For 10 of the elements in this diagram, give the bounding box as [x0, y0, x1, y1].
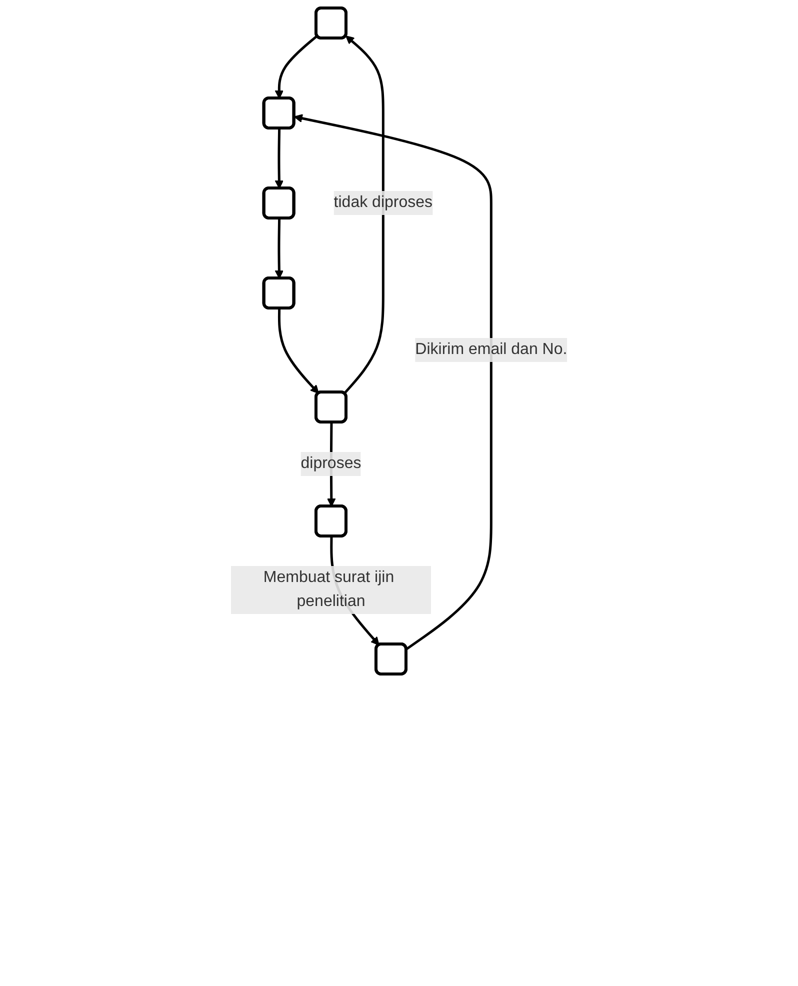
arrow: [274, 128, 284, 189]
arrow: [278, 308, 319, 394]
arrow: [274, 34, 318, 99]
arrow: [343, 36, 384, 394]
edge-label: Dikirim email dan No.: [415, 340, 568, 358]
edge-label: Membuat surat ijin penelitian: [263, 568, 394, 610]
edge-label: diproses: [300, 454, 362, 472]
edge-label: tidak diproses: [334, 194, 432, 211]
arrow: [274, 218, 284, 279]
arrow: [294, 114, 492, 650]
